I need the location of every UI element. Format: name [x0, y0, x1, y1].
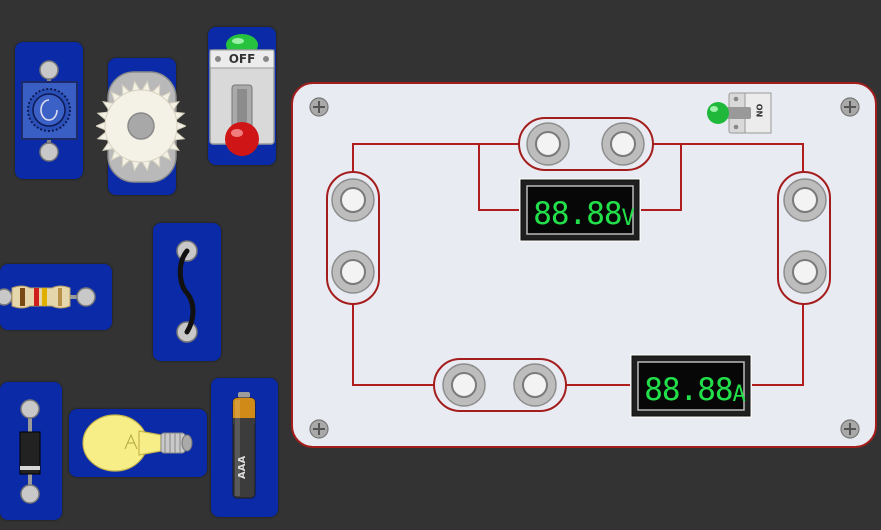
part-gear[interactable]: [96, 58, 186, 195]
socket-hole: [610, 131, 636, 157]
resistor-icon: [0, 285, 96, 309]
part-battery[interactable]: AAA: [211, 378, 278, 517]
potentiometer-icon: [21, 60, 78, 162]
ammeter-digits: 88.88: [644, 372, 733, 408]
switch-on-label: ON: [754, 103, 764, 118]
voltmeter-unit: V: [621, 205, 635, 231]
diode-icon: [19, 399, 41, 504]
socket-hole: [535, 131, 561, 157]
socket-hole: [522, 372, 548, 398]
gear-icon: [96, 71, 186, 183]
part-light-bulb[interactable]: [69, 409, 207, 477]
screw-icon: [309, 97, 860, 439]
ammeter-display: 88.88 A: [644, 366, 746, 414]
battery-label: AAA: [237, 455, 248, 479]
light-bulb-icon: [82, 414, 193, 472]
circuit-wiring: [309, 97, 860, 439]
part-potentiometer[interactable]: [15, 42, 83, 179]
voltmeter-display: 88.88 V: [533, 190, 635, 238]
socket-hole: [451, 372, 477, 398]
ammeter-unit: A: [732, 381, 746, 407]
socket-hole: [792, 187, 818, 213]
part-diode[interactable]: [0, 382, 62, 520]
voltmeter-digits: 88.88: [533, 196, 622, 232]
switch-off-label: OFF: [228, 52, 256, 66]
board-power-switch[interactable]: ON: [705, 89, 775, 137]
circuit-board: 88.88 V 88.88 A ON: [291, 82, 877, 448]
socket-hole: [340, 187, 366, 213]
wire-icon: [176, 240, 198, 343]
toggle-switch-icon: [707, 92, 772, 134]
lever-switch-icon: [209, 34, 275, 156]
battery-icon: [232, 392, 256, 499]
socket-hole: [340, 259, 366, 285]
part-lever-switch[interactable]: OFF: [208, 27, 276, 165]
part-wire[interactable]: [153, 223, 221, 361]
socket-hole: [792, 259, 818, 285]
part-resistor[interactable]: [0, 264, 112, 330]
